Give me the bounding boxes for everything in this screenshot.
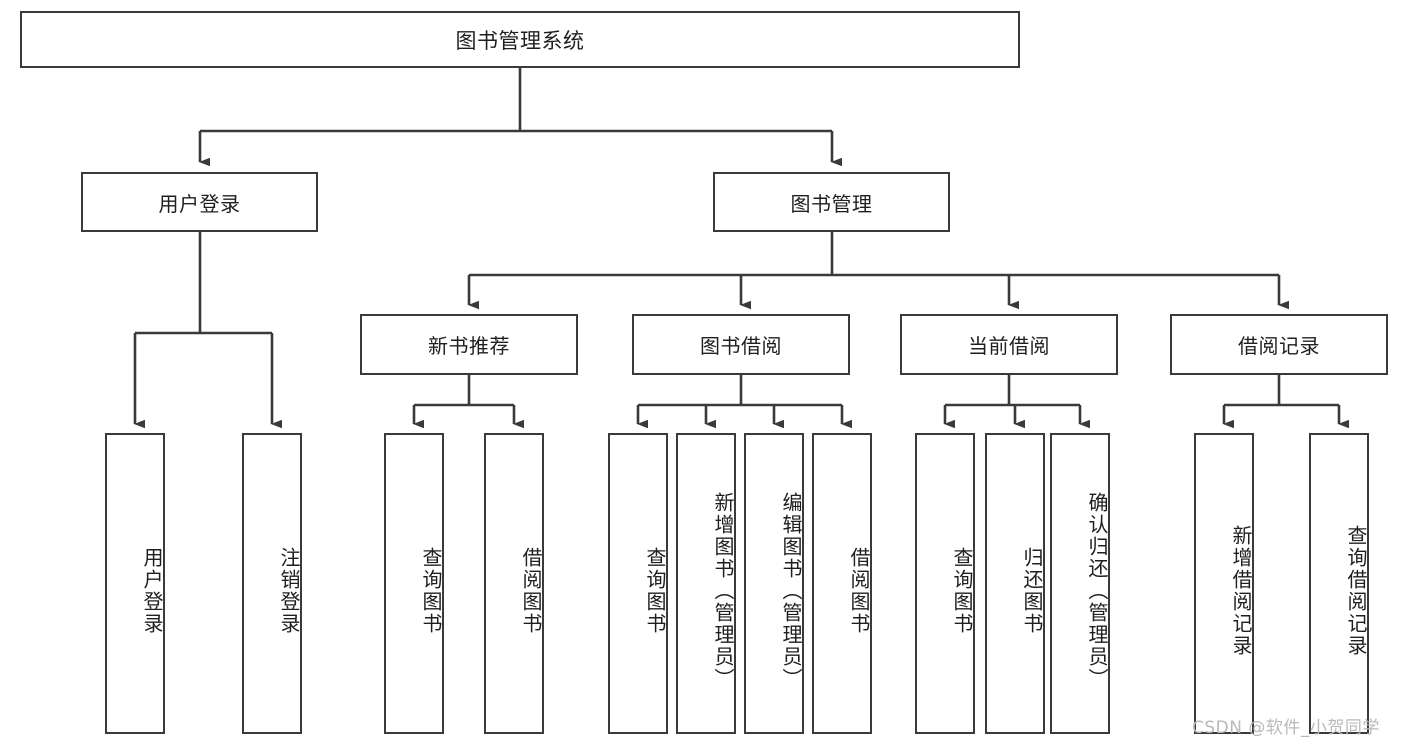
leaf-user-login[interactable]: 用户登录 — [105, 433, 165, 734]
leaf-query-book-recommend[interactable]: 查询图书 — [384, 433, 444, 734]
node-current-borrow[interactable]: 当前借阅 — [900, 314, 1118, 375]
csdn-watermark: CSDN @软件_小贺同学 — [1192, 718, 1380, 738]
leaf-return-book[interactable]: 归还图书 — [985, 433, 1045, 734]
leaf-edit-book[interactable]: 编辑图书（管理员） — [744, 433, 804, 734]
leaf-add-borrow-record[interactable]: 新增借阅记录 — [1194, 433, 1254, 734]
node-borrow-record[interactable]: 借阅记录 — [1170, 314, 1388, 375]
node-root-book-management-system[interactable]: 图书管理系统 — [20, 11, 1020, 68]
node-new-book-recommend[interactable]: 新书推荐 — [360, 314, 578, 375]
node-book-borrow[interactable]: 图书借阅 — [632, 314, 850, 375]
leaf-confirm-return[interactable]: 确认归还（管理员） — [1050, 433, 1110, 734]
node-user-login[interactable]: 用户登录 — [81, 172, 318, 232]
leaf-query-borrow-record[interactable]: 查询借阅记录 — [1309, 433, 1369, 734]
leaf-query-book-current[interactable]: 查询图书 — [915, 433, 975, 734]
leaf-user-logout[interactable]: 注销登录 — [242, 433, 302, 734]
leaf-query-book-borrow[interactable]: 查询图书 — [608, 433, 668, 734]
leaf-borrow-book-recommend[interactable]: 借阅图书 — [484, 433, 544, 734]
leaf-borrow-book[interactable]: 借阅图书 — [812, 433, 872, 734]
leaf-add-book[interactable]: 新增图书（管理员） — [676, 433, 736, 734]
node-book-management[interactable]: 图书管理 — [713, 172, 950, 232]
